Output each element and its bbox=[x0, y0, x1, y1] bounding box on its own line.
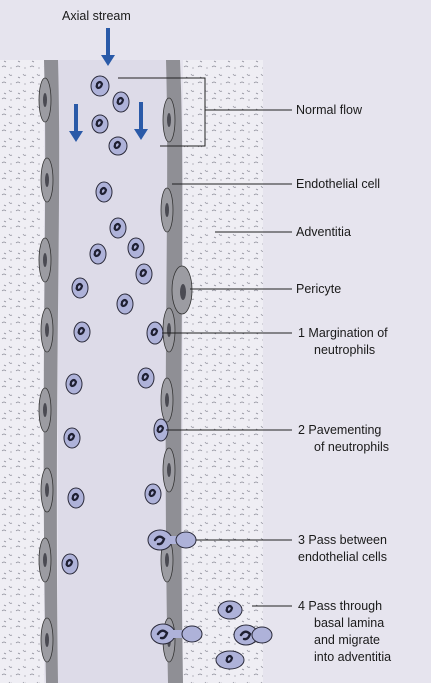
neutrophil bbox=[61, 553, 79, 575]
endothelial-nucleus bbox=[167, 113, 171, 127]
endothelial-nucleus bbox=[167, 323, 171, 337]
normal-flow-bracket bbox=[118, 77, 206, 147]
arrow-head bbox=[134, 129, 148, 140]
migrating-neutrophil bbox=[233, 624, 273, 646]
pericyte-cell bbox=[171, 265, 193, 315]
neutrophil bbox=[135, 263, 153, 285]
endothelial-nucleus bbox=[45, 633, 49, 647]
label-step4-line3: and migrate bbox=[314, 633, 380, 647]
neutrophil bbox=[153, 418, 169, 442]
vessel-wall-right bbox=[165, 60, 183, 683]
endothelial-nucleus bbox=[43, 253, 47, 267]
label-step3-line1: 3 Pass between bbox=[298, 533, 387, 547]
neutrophil bbox=[63, 427, 81, 449]
neutrophil bbox=[112, 91, 130, 113]
neutrophil bbox=[89, 243, 107, 265]
neutrophil bbox=[116, 293, 134, 315]
label-step1-line1: 1 Margination of bbox=[298, 326, 388, 340]
label-step4-line2: basal lamina bbox=[314, 616, 384, 630]
endothelial-nucleus bbox=[167, 463, 171, 477]
axial-stream-arrows bbox=[69, 28, 148, 142]
label-step4-line4: into adventitia bbox=[314, 650, 391, 664]
neutrophil bbox=[144, 483, 162, 505]
neutrophil bbox=[95, 181, 113, 203]
neutrophil bbox=[217, 600, 243, 620]
neutrophil bbox=[215, 650, 245, 670]
label-step3-line2: endothelial cells bbox=[298, 550, 387, 564]
vessel-wall-left bbox=[43, 60, 60, 683]
neutrophil bbox=[146, 321, 164, 345]
endothelial-nucleus bbox=[45, 323, 49, 337]
label-pericyte: Pericyte bbox=[296, 282, 341, 296]
label-endothelial-cell: Endothelial cell bbox=[296, 177, 380, 191]
arrow-head bbox=[69, 131, 83, 142]
neutrophil bbox=[127, 237, 145, 259]
migrating-neutrophil bbox=[147, 529, 197, 551]
label-normal-flow: Normal flow bbox=[296, 103, 363, 117]
neutrophil bbox=[90, 75, 110, 97]
leader-lines bbox=[162, 109, 292, 607]
neutrophil bbox=[91, 114, 109, 134]
label-step2-line2: of neutrophils bbox=[314, 440, 389, 454]
endothelial-nucleus bbox=[43, 403, 47, 417]
neutrophil bbox=[108, 136, 128, 156]
neutrophil bbox=[65, 373, 83, 395]
endothelial-nucleus bbox=[165, 553, 169, 567]
endothelial-cells-left bbox=[38, 77, 54, 663]
neutrophil bbox=[109, 217, 127, 239]
label-step1-line2: neutrophils bbox=[314, 343, 375, 357]
adventitia-left-texture bbox=[0, 60, 44, 683]
endothelial-nucleus bbox=[43, 93, 47, 107]
migrating-neutrophil bbox=[150, 623, 203, 645]
neutrophil bbox=[73, 321, 91, 343]
endothelial-nucleus bbox=[45, 173, 49, 187]
neutrophil bbox=[67, 487, 85, 509]
axial-stream-label: Axial stream bbox=[62, 9, 131, 23]
endothelial-nucleus bbox=[165, 203, 169, 217]
label-step4-line1: 4 Pass through bbox=[298, 599, 382, 613]
neutrophils bbox=[61, 75, 273, 670]
adventitia-right-texture bbox=[183, 60, 263, 683]
label-adventitia: Adventitia bbox=[296, 225, 351, 239]
endothelial-nucleus bbox=[165, 393, 169, 407]
neutrophil bbox=[137, 367, 155, 389]
neutrophil bbox=[71, 277, 89, 299]
endothelial-nucleus bbox=[43, 553, 47, 567]
endothelial-nucleus bbox=[45, 483, 49, 497]
label-step2-line1: 2 Pavementing bbox=[298, 423, 381, 437]
arrow-head bbox=[101, 55, 115, 66]
